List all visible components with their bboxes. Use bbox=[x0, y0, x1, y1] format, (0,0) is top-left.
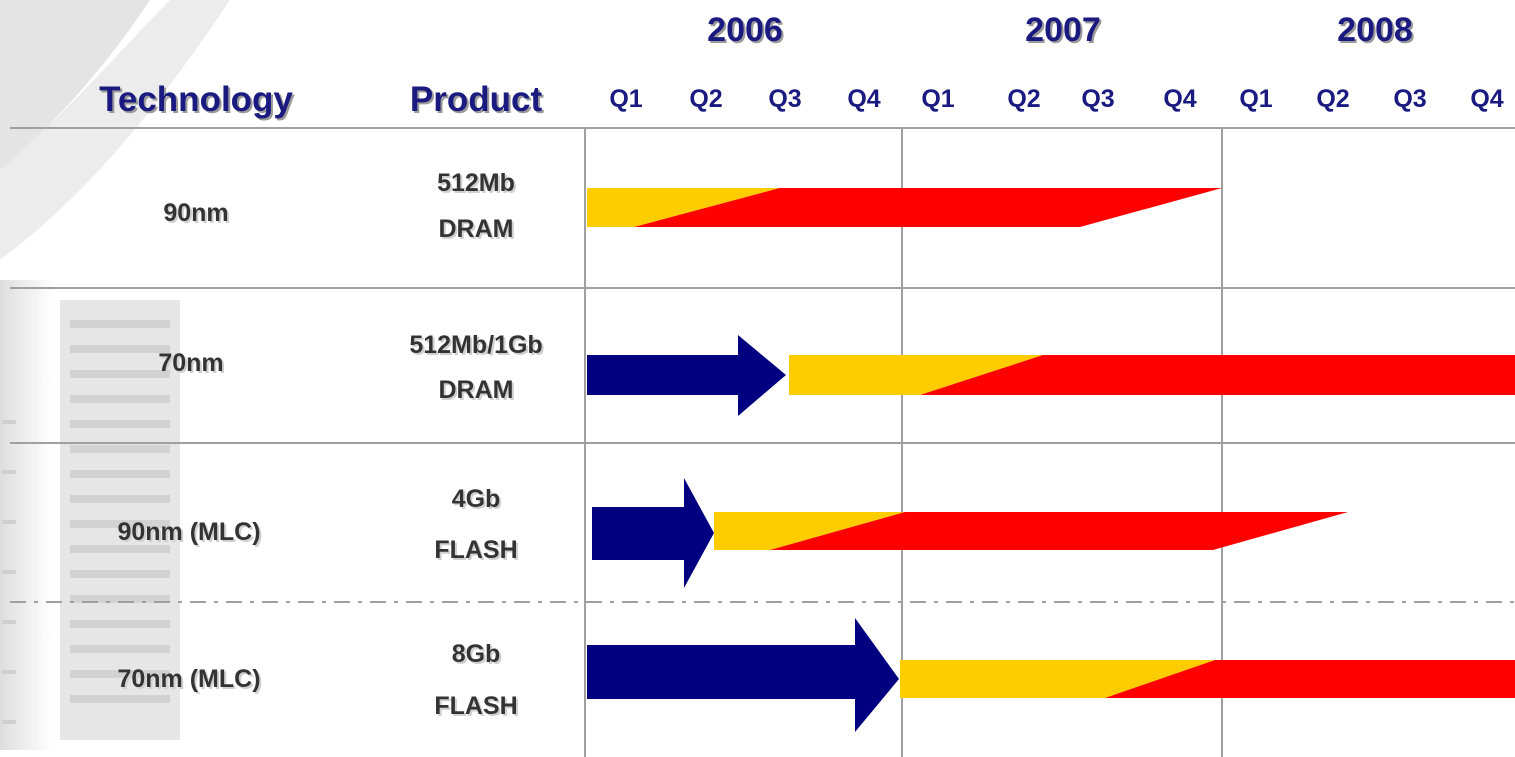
mass-production-bar bbox=[634, 188, 1222, 227]
svg-text:Q1: Q1 bbox=[609, 85, 642, 113]
svg-text:512Mb/1Gb: 512Mb/1Gb bbox=[411, 333, 544, 361]
development-arrow bbox=[587, 618, 899, 732]
svg-text:70nm (MLC): 70nm (MLC) bbox=[119, 667, 262, 695]
svg-text:DRAM: DRAM bbox=[441, 217, 516, 245]
row-3-timeline bbox=[592, 478, 1348, 588]
row-2-timeline bbox=[587, 335, 1515, 416]
svg-text:FLASH: FLASH bbox=[436, 538, 519, 566]
svg-text:Q3: Q3 bbox=[1081, 85, 1114, 113]
svg-text:2006: 2006 bbox=[707, 11, 783, 49]
mass-production-bar bbox=[770, 512, 1348, 550]
svg-text:Q4: Q4 bbox=[1163, 85, 1196, 113]
header-product: Product Product bbox=[410, 80, 545, 121]
svg-text:Q1: Q1 bbox=[921, 85, 954, 113]
row-4-timeline bbox=[587, 618, 1515, 732]
svg-text:70nm: 70nm bbox=[158, 349, 223, 377]
svg-text:2008: 2008 bbox=[1339, 13, 1415, 51]
svg-text:Q2: Q2 bbox=[1007, 85, 1040, 113]
svg-text:Q1: Q1 bbox=[1239, 85, 1272, 113]
development-arrow bbox=[587, 335, 786, 416]
svg-text:Q4: Q4 bbox=[1470, 85, 1503, 113]
svg-text:Q4: Q4 bbox=[847, 85, 880, 113]
svg-text:90nm (MLC): 90nm (MLC) bbox=[119, 520, 262, 548]
svg-text:Technology: Technology bbox=[99, 80, 293, 119]
svg-text:90nm: 90nm bbox=[165, 201, 230, 229]
svg-text:Technology: Technology bbox=[101, 82, 295, 121]
svg-text:Product: Product bbox=[410, 80, 543, 119]
ramp-up-bar bbox=[714, 512, 905, 550]
row-4-labels: 70nm (MLC) 70nm (MLC) 8Gb 8Gb FLASH FLAS… bbox=[117, 640, 519, 722]
svg-text:8Gb: 8Gb bbox=[452, 640, 501, 668]
row-1-timeline bbox=[587, 188, 1222, 227]
ramp-up-bar bbox=[587, 188, 780, 227]
svg-text:Product: Product bbox=[412, 82, 545, 121]
svg-text:DRAM: DRAM bbox=[439, 215, 514, 243]
svg-text:512Mb: 512Mb bbox=[439, 171, 517, 199]
svg-text:90nm (MLC): 90nm (MLC) bbox=[117, 518, 260, 546]
ramp-up-bar bbox=[789, 355, 1043, 395]
svg-text:FLASH: FLASH bbox=[434, 692, 517, 720]
quarter-labels: Q1 Q2 Q3 Q4 Q1 Q2 Q3 Q4 Q1 Q2 Q3 Q4 bbox=[609, 85, 1503, 113]
row-1-labels: 90nm 90nm 512Mb 512Mb DRAM DRAM bbox=[163, 169, 517, 245]
svg-text:2006: 2006 bbox=[709, 13, 785, 51]
year-label-2008: 2008 2008 bbox=[1337, 11, 1415, 51]
svg-text:Q3: Q3 bbox=[768, 85, 801, 113]
year-label-2007: 2007 2007 bbox=[1025, 11, 1103, 51]
svg-text:DRAM: DRAM bbox=[441, 378, 516, 406]
svg-text:4Gb: 4Gb bbox=[452, 485, 501, 513]
svg-text:FLASH: FLASH bbox=[434, 536, 517, 564]
svg-text:512Mb/1Gb: 512Mb/1Gb bbox=[409, 331, 542, 359]
ramp-up-bar bbox=[900, 660, 1215, 698]
row-2-labels: 70nm 70nm 512Mb/1Gb 512Mb/1Gb DRAM DRAM bbox=[158, 331, 544, 406]
svg-text:70nm (MLC): 70nm (MLC) bbox=[117, 665, 260, 693]
svg-text:4Gb: 4Gb bbox=[454, 487, 503, 515]
svg-text:2007: 2007 bbox=[1027, 13, 1103, 51]
svg-text:DRAM: DRAM bbox=[439, 376, 514, 404]
mass-production-bar bbox=[1105, 660, 1515, 698]
svg-text:90nm: 90nm bbox=[163, 199, 228, 227]
header-technology: Technology Technology bbox=[99, 80, 295, 121]
svg-text:70nm: 70nm bbox=[160, 351, 225, 379]
svg-text:512Mb: 512Mb bbox=[437, 169, 515, 197]
svg-text:2007: 2007 bbox=[1025, 11, 1101, 49]
mass-production-bar bbox=[920, 355, 1515, 395]
svg-text:Q3: Q3 bbox=[1393, 85, 1426, 113]
svg-text:FLASH: FLASH bbox=[436, 694, 519, 722]
svg-text:2008: 2008 bbox=[1337, 11, 1413, 49]
svg-text:8Gb: 8Gb bbox=[454, 642, 503, 670]
row-3-labels: 90nm (MLC) 90nm (MLC) 4Gb 4Gb FLASH FLAS… bbox=[117, 485, 519, 566]
svg-text:Q2: Q2 bbox=[1316, 85, 1349, 113]
year-label-2006: 2006 2006 bbox=[707, 11, 785, 51]
svg-text:Q2: Q2 bbox=[689, 85, 722, 113]
development-arrow bbox=[592, 478, 714, 588]
